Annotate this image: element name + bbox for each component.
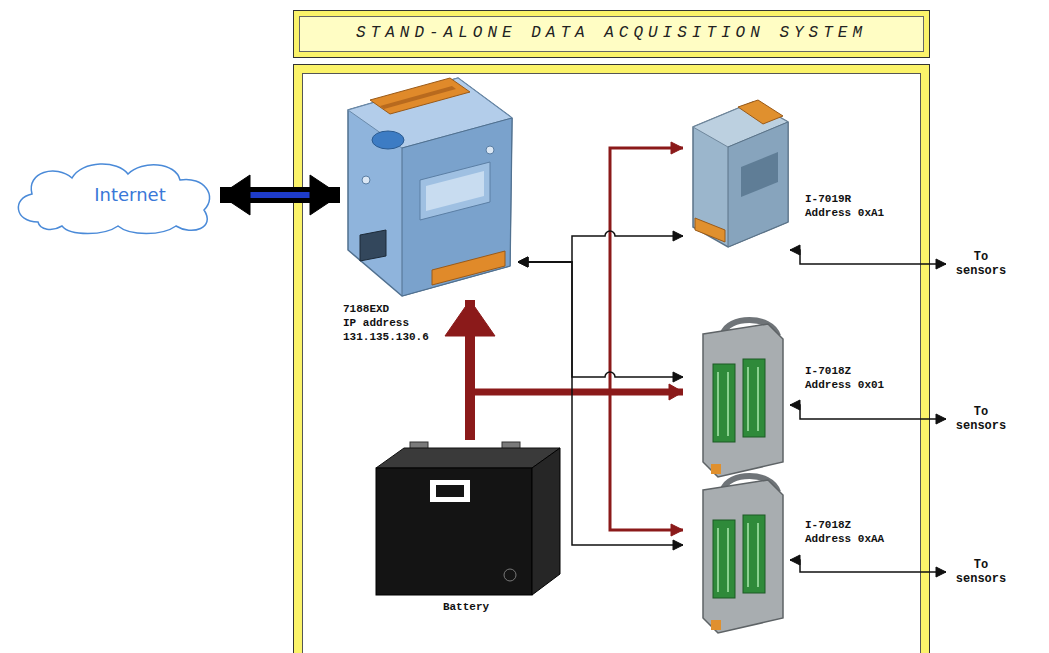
arrow-head (220, 175, 250, 215)
signal-connector (790, 400, 946, 424)
io-module: I-7018ZAddress 0xAA (683, 468, 790, 636)
system-frame (294, 65, 930, 653)
battery-box: Battery (370, 440, 562, 618)
signal-connector (518, 257, 683, 550)
arrow-head (310, 175, 340, 215)
sensor-label: To sensors (946, 250, 1016, 278)
module-name: I-7018Z (805, 364, 895, 378)
connector-line (518, 262, 683, 545)
arrow-head (790, 245, 800, 255)
connector-line (518, 262, 683, 377)
signal-connector (790, 555, 946, 577)
module-picture (703, 476, 783, 633)
device-name: 7188EXD (343, 302, 463, 316)
signal-connector (518, 257, 683, 382)
module-picture (693, 100, 788, 247)
arrow-head (445, 300, 495, 336)
cloud-label: Internet (70, 184, 190, 206)
module-name: I-7018Z (805, 518, 895, 532)
connector-line (470, 392, 683, 440)
battery-label: Battery (426, 600, 506, 614)
arrow-head (673, 540, 683, 550)
connector-line (790, 560, 946, 572)
arrow-head (669, 384, 683, 400)
io-module: I-7019RAddress 0xA1 (683, 92, 790, 252)
ip-address: IP address 131.135.130.6 (343, 316, 435, 344)
arrow-head (936, 567, 946, 577)
arrow-head (518, 257, 528, 267)
cloud-shape (18, 164, 209, 234)
arrow-head (673, 231, 683, 241)
arrow-head (671, 524, 683, 536)
arrow-head (518, 257, 528, 267)
connector-line (470, 392, 683, 530)
arrow-head (673, 372, 683, 382)
sensor-label: To sensors (946, 405, 1016, 433)
module-address: Address 0xAA (805, 532, 895, 546)
connector-core (250, 192, 310, 198)
power-connector (470, 392, 683, 536)
arrow-head (518, 257, 528, 267)
arrow-head (936, 414, 946, 424)
module-address: Address 0xA1 (805, 206, 895, 220)
module-picture (703, 320, 783, 477)
controller-box: 7188EXDIP address 131.135.130.6 (340, 70, 518, 300)
battery-picture (376, 442, 560, 595)
sensor-label: To sensors (946, 558, 1016, 586)
arrow-head (671, 142, 683, 154)
title-band (294, 11, 930, 58)
sensor-end: To sensors (946, 250, 1016, 278)
module-address: Address 0x01 (805, 378, 895, 392)
module-name: I-7019R (805, 192, 895, 206)
arrow-head (790, 555, 800, 565)
sensor-end: To sensors (946, 405, 1016, 433)
internet-cloud: Internet (8, 156, 220, 236)
connector-line (790, 405, 946, 419)
arrow-head (936, 259, 946, 269)
connector-line (790, 250, 946, 264)
io-module: I-7018ZAddress 0x01 (683, 312, 790, 480)
signal-connector (220, 175, 340, 215)
controller-picture (348, 78, 512, 296)
sensor-end: To sensors (946, 558, 1016, 586)
power-connector (470, 142, 683, 440)
connector-line (518, 231, 683, 262)
arrow-head (790, 400, 800, 410)
connector-line (470, 148, 683, 440)
signal-connector (790, 245, 946, 269)
diagram-title: STAND-ALONE DATA ACQUISITION SYSTEM (293, 23, 930, 43)
